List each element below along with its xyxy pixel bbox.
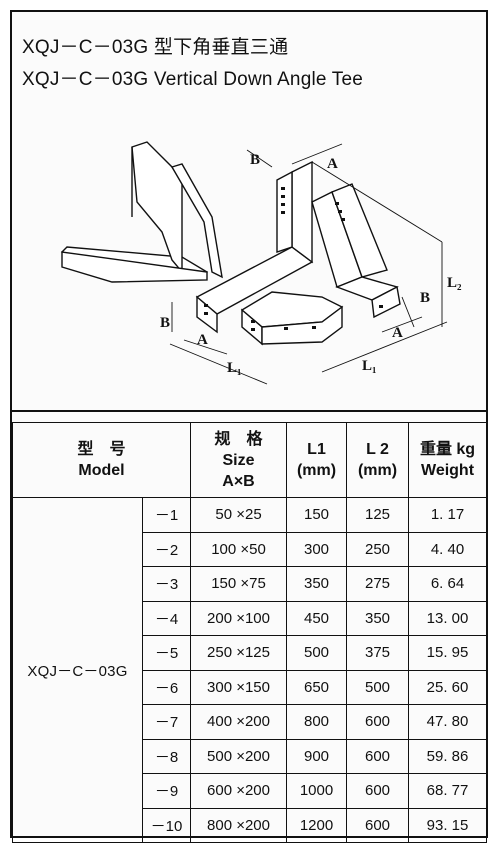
weight-cell: 15. 95 <box>408 635 488 671</box>
row-suffix-cell: －4 <box>141 600 192 636</box>
row-suffix-cell: －7 <box>141 704 192 740</box>
dim-label-b-right: B <box>420 290 430 306</box>
size-cell: 500 ×200 <box>190 738 288 774</box>
size-cell: 100 ×50 <box>190 531 288 567</box>
l1-cell: 1200 <box>286 807 348 843</box>
dim-label-b-top: B <box>250 152 260 168</box>
l2-cell: 250 <box>346 531 410 567</box>
row-suffix-cell: －9 <box>141 773 192 809</box>
dimension-lines <box>169 143 448 385</box>
size-cell: 800 ×200 <box>190 807 288 843</box>
l2-cell: 500 <box>346 669 410 705</box>
header-l2: L 2 (mm) <box>346 422 410 498</box>
l1-cell: 1000 <box>286 773 348 809</box>
weight-cell: 13. 00 <box>408 600 488 636</box>
tee-drawing: B A B A L₁ B A L₁ L₂ <box>60 141 462 385</box>
size-cell: 200 ×100 <box>190 600 288 636</box>
l2-cell: 600 <box>346 704 410 740</box>
table-header-row: 型 号 Model 规 格 Size A×B L1 (mm) L 2 (mm) <box>11 422 488 498</box>
weight-cell: 68. 77 <box>408 773 488 809</box>
dim-label-l1-right: L₁ <box>362 358 377 374</box>
title-english: XQJ－C－03G Vertical Down Angle Tee <box>22 69 364 90</box>
l1-cell: 300 <box>286 531 348 567</box>
weight-cell: 25. 60 <box>408 669 488 705</box>
l1-cell: 650 <box>286 669 348 705</box>
dim-label-l1-left: L₁ <box>227 360 242 376</box>
l1-cell: 900 <box>286 738 348 774</box>
header-l1: L1 (mm) <box>286 422 348 498</box>
dim-label-a-left: A <box>197 332 208 348</box>
header-weight: 重量 kg Weight <box>408 422 488 498</box>
l2-cell: 600 <box>346 738 410 774</box>
l1-cell: 500 <box>286 635 348 671</box>
weight-cell: 4. 40 <box>408 531 488 567</box>
row-suffix-cell: －2 <box>141 531 192 567</box>
dim-label-b-left: B <box>160 315 170 331</box>
size-cell: 300 ×150 <box>190 669 288 705</box>
l2-cell: 600 <box>346 807 410 843</box>
dim-label-a-right: A <box>392 325 403 341</box>
l2-cell: 275 <box>346 566 410 602</box>
size-cell: 250 ×125 <box>190 635 288 671</box>
dim-label-a-top: A <box>327 156 338 172</box>
row-suffix-cell: －6 <box>141 669 192 705</box>
tee-body <box>195 160 401 346</box>
title-chinese: XQJ－C－03G 型下角垂直三通 <box>22 37 289 58</box>
dim-label-l2: L₂ <box>447 275 462 291</box>
l1-cell: 350 <box>286 566 348 602</box>
l2-cell: 600 <box>346 773 410 809</box>
header-model: 型 号 Model <box>11 422 192 498</box>
l1-cell: 800 <box>286 704 348 740</box>
l2-cell: 125 <box>346 497 410 533</box>
weight-cell: 6. 64 <box>408 566 488 602</box>
l2-cell: 375 <box>346 635 410 671</box>
weight-cell: 59. 86 <box>408 738 488 774</box>
size-cell: 400 ×200 <box>190 704 288 740</box>
l1-cell: 450 <box>286 600 348 636</box>
header-size: 规 格 Size A×B <box>190 422 288 498</box>
size-cell: 150 ×75 <box>190 566 288 602</box>
model-cell: XQJ－C－03G <box>12 497 143 843</box>
section-divider <box>12 410 486 412</box>
l1-cell: 150 <box>286 497 348 533</box>
size-cell: 50 ×25 <box>190 497 288 533</box>
l2-cell: 350 <box>346 600 410 636</box>
weight-cell: 47. 80 <box>408 704 488 740</box>
weight-cell: 93. 15 <box>408 807 488 843</box>
row-suffix-cell: －8 <box>141 738 192 774</box>
spec-table: 型 号 Model 规 格 Size A×B L1 (mm) L 2 (mm) <box>11 422 488 843</box>
size-cell: 600 ×200 <box>190 773 288 809</box>
row-suffix-cell: －1 <box>141 497 192 533</box>
row-suffix-cell: －5 <box>141 635 192 671</box>
spec-sheet: XQJ－C－03G 型下角垂直三通 XQJ－C－03G Vertical Dow… <box>10 10 488 843</box>
reference-sketch <box>60 141 223 283</box>
row-suffix-cell: －3 <box>141 566 192 602</box>
weight-cell: 1. 17 <box>408 497 488 533</box>
row-suffix-cell: －10 <box>141 807 192 843</box>
